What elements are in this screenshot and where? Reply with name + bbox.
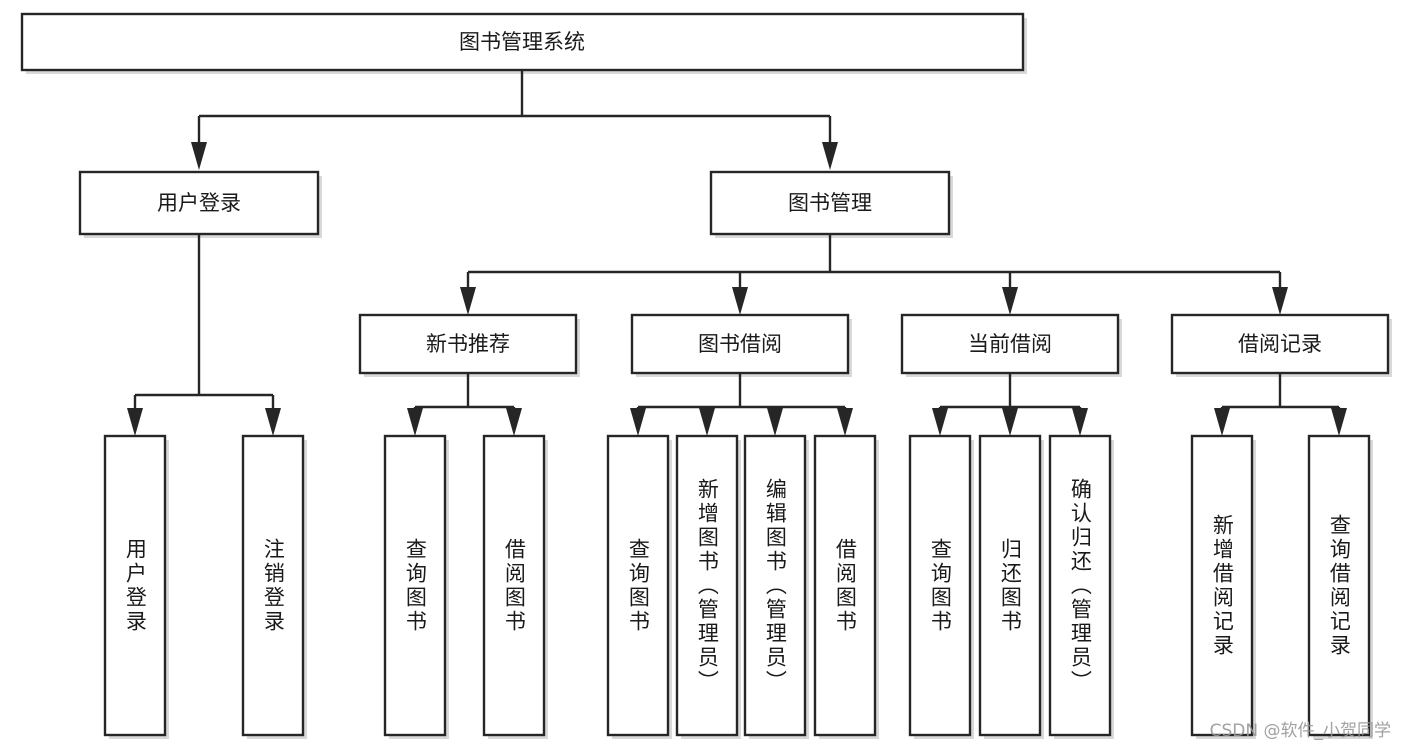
leaf-node-newbook-query[interactable] xyxy=(383,434,449,739)
level3-1-label: 新书推荐 xyxy=(426,332,510,356)
arrow-head-level2-1 xyxy=(191,142,207,170)
edge-currentborrow-to-leaves xyxy=(932,373,1088,436)
leaf-nb-2-box[interactable] xyxy=(482,434,546,737)
arrow-head-currentborrow-leaf-3 xyxy=(1072,408,1088,436)
leaf-node-currentborrow-query[interactable] xyxy=(908,434,974,739)
arrow-head-level3-4 xyxy=(1272,287,1288,315)
edge-borrowrecord-to-leaves xyxy=(1214,373,1347,436)
level2-2-label: 图书管理 xyxy=(788,191,872,215)
leaf-cb-3-box[interactable] xyxy=(1048,434,1112,737)
leaf-node-user-login-1[interactable] xyxy=(103,434,169,739)
node-book-borrow[interactable]: 图书借阅 xyxy=(630,313,852,377)
edge-root-to-level2 xyxy=(191,70,838,170)
level3-2-label: 图书借阅 xyxy=(698,332,782,356)
leaf-node-currentborrow-return[interactable] xyxy=(978,434,1044,739)
leaf-node-newbook-borrow[interactable] xyxy=(482,434,548,739)
root-label: 图书管理系统 xyxy=(459,30,585,54)
level2-1-label: 用户登录 xyxy=(157,191,241,215)
arrow-head-userlogin-leaf-2 xyxy=(265,408,281,436)
leaf-node-record-query[interactable] xyxy=(1307,434,1373,739)
leaf-cb-1-box[interactable] xyxy=(908,434,972,737)
arrow-head-bookborrow-leaf-4 xyxy=(837,408,853,436)
leaf-node-user-logout[interactable] xyxy=(241,434,307,739)
leaf-ul-2-box[interactable] xyxy=(241,434,305,737)
leaf-bb-2-box[interactable] xyxy=(675,434,739,737)
edge-bookborrow-to-leaves xyxy=(630,373,853,436)
leaf-node-bookborrow-edit[interactable] xyxy=(743,434,809,739)
arrow-head-userlogin-leaf-1 xyxy=(127,408,143,436)
node-user-login[interactable]: 用户登录 xyxy=(78,170,322,238)
leaf-node-bookborrow-borrow[interactable] xyxy=(813,434,879,739)
arrow-head-borrowrecord-leaf-2 xyxy=(1331,408,1347,436)
leaf-node-currentborrow-confirm[interactable] xyxy=(1048,434,1114,739)
arrow-head-currentborrow-leaf-2 xyxy=(1002,408,1018,436)
edge-bookmgmt-to-level3 xyxy=(460,234,1288,315)
level3-4-box[interactable] xyxy=(1170,313,1390,375)
leaf-node-bookborrow-query[interactable] xyxy=(606,434,672,739)
leaf-br-2-box[interactable] xyxy=(1307,434,1371,737)
edge-newbook-to-leaves xyxy=(407,373,522,436)
arrow-head-newbook-leaf-2 xyxy=(506,408,522,436)
arrow-head-bookborrow-leaf-2 xyxy=(699,408,715,436)
arrow-head-level3-3 xyxy=(1002,287,1018,315)
node-borrow-record[interactable]: 借阅记录 xyxy=(1170,313,1392,377)
level2-1-box[interactable] xyxy=(78,170,320,236)
leaf-nb-1-box[interactable] xyxy=(383,434,447,737)
level3-4-label: 借阅记录 xyxy=(1238,332,1322,356)
node-current-borrow[interactable]: 当前借阅 xyxy=(900,313,1122,377)
leaf-cb-2-box[interactable] xyxy=(978,434,1042,737)
arrow-head-bookborrow-leaf-1 xyxy=(630,408,646,436)
csdn-watermark: CSDN @软件_小贺同学 xyxy=(1209,721,1391,741)
leaf-bb-4-box[interactable] xyxy=(813,434,877,737)
leaf-bb-3-box[interactable] xyxy=(743,434,807,737)
leaf-node-bookborrow-add[interactable] xyxy=(675,434,741,739)
level3-3-label: 当前借阅 xyxy=(968,332,1052,356)
arrow-head-currentborrow-leaf-1 xyxy=(932,408,948,436)
edge-userlogin-to-leaves xyxy=(127,234,281,436)
arrow-head-borrowrecord-leaf-1 xyxy=(1214,408,1230,436)
leaf-ul-1-box[interactable] xyxy=(103,434,167,737)
arrow-head-newbook-leaf-1 xyxy=(407,408,423,436)
arrow-head-level3-1 xyxy=(460,287,476,315)
level2-2-box[interactable] xyxy=(709,170,951,236)
leaf-bb-1-box[interactable] xyxy=(606,434,670,737)
level3-3-box[interactable] xyxy=(900,313,1120,375)
arrow-head-level3-2 xyxy=(732,287,748,315)
arrow-head-level2-2 xyxy=(822,142,838,170)
leaf-node-record-add[interactable] xyxy=(1190,434,1256,739)
leaf-br-1-box[interactable] xyxy=(1190,434,1254,737)
node-root[interactable]: 图书管理系统 xyxy=(20,12,1027,74)
root-box[interactable] xyxy=(20,12,1025,72)
level3-1-box[interactable] xyxy=(358,313,578,375)
arrow-head-bookborrow-leaf-3 xyxy=(767,408,783,436)
node-book-management[interactable]: 图书管理 xyxy=(709,170,953,238)
node-new-book-recommend[interactable]: 新书推荐 xyxy=(358,313,580,377)
